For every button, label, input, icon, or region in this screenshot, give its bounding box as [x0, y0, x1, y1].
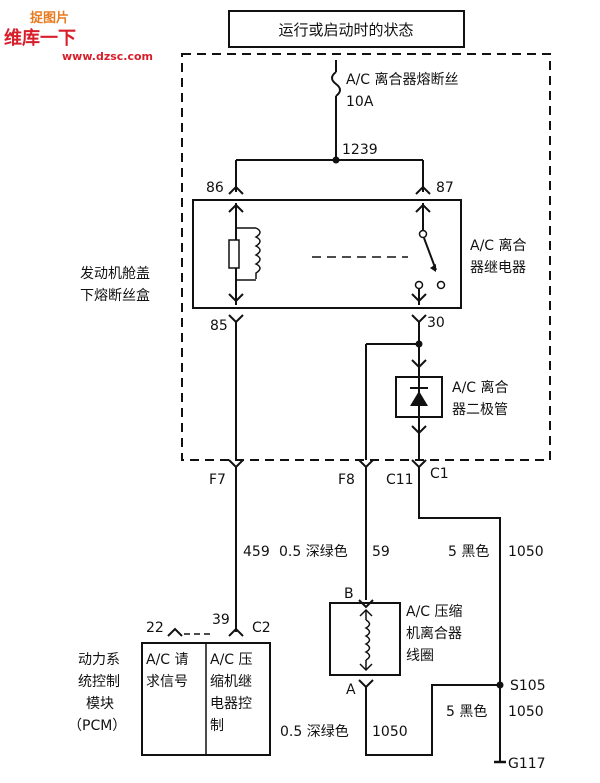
- diode-label-2: 器二极管: [452, 402, 508, 418]
- label-f7: F7: [209, 472, 226, 488]
- connector-a: [358, 679, 374, 689]
- label-c11: C11: [386, 472, 414, 488]
- label-s105: S105: [510, 678, 546, 694]
- pcm-label-2: 统控制: [78, 674, 120, 690]
- pcm-req-2: 求信号: [146, 674, 188, 690]
- fuse-symbol: [331, 60, 341, 160]
- coil-label-1: A/C 压缩: [406, 604, 463, 620]
- connector-f7: [228, 459, 244, 469]
- coil-symbol: [359, 608, 373, 672]
- relay-box: [192, 199, 462, 309]
- relay-label-2: 器继电器: [470, 260, 526, 276]
- connector-c1: [411, 459, 427, 469]
- label-5blk-top: 5 黑色: [448, 543, 489, 560]
- relay-label-1: A/C 离合: [470, 237, 527, 254]
- label-05dg-top: 0.5 深绿色: [279, 543, 348, 560]
- label-59: 59: [372, 544, 390, 560]
- label-1239: 1239: [342, 142, 378, 158]
- label-459: 459: [243, 544, 270, 560]
- pcm-ctl-2: 缩机继: [210, 674, 252, 690]
- relay-coil: [228, 203, 261, 305]
- diode-symbol: [410, 387, 428, 406]
- label-1050-bot: 1050: [372, 724, 408, 740]
- wire-1050-bottom: [365, 684, 500, 756]
- coil-box: [329, 602, 401, 676]
- label-pin85: 85: [210, 318, 228, 334]
- pcm-req-1: A/C 请: [146, 652, 189, 668]
- fusebox-label-1: 发动机舱盖: [80, 266, 150, 282]
- label-f8: F8: [338, 472, 355, 488]
- fusebox-border: [181, 53, 551, 461]
- pcm-ctl-1: A/C 压: [210, 652, 253, 668]
- diode-box: [395, 376, 443, 418]
- fuse-name: A/C 离合器熔断丝: [346, 71, 459, 88]
- fusebox-label-2: 下熔断丝盒: [80, 287, 150, 304]
- label-pin86: 86: [206, 180, 224, 196]
- pcm-ctl-4: 制: [210, 718, 224, 734]
- title-box: [228, 10, 465, 48]
- label-5blk-bot: 5 黑色: [446, 703, 487, 720]
- pcm-ctl-3: 电器控: [210, 696, 252, 712]
- pcm-label-1: 动力系: [78, 652, 120, 668]
- watermark-line2: 维库一下: [4, 27, 76, 49]
- label-1050-right: 1050: [508, 704, 544, 720]
- label-g117: G117: [508, 756, 546, 772]
- pcm-label-3: 模块: [86, 696, 114, 712]
- coil-label-2: 机离合器: [406, 625, 462, 642]
- pin86-connector: [228, 185, 244, 195]
- label-pin39: 39: [212, 612, 230, 628]
- watermark-url: www.dzsc.com: [62, 50, 153, 63]
- pin85-connector: [228, 314, 244, 324]
- connector-f8: [358, 459, 374, 469]
- label-05dg-bot: 0.5 深绿色: [280, 723, 349, 740]
- label-c2: C2: [252, 620, 271, 636]
- label-c1: C1: [430, 466, 449, 482]
- coil-label-3: 线圈: [406, 648, 434, 664]
- wire-1050-top: [418, 467, 501, 685]
- connector-pin22: [167, 627, 183, 637]
- label-pin22: 22: [146, 620, 164, 636]
- relay-switch: [411, 203, 446, 305]
- pin30-connector: [411, 314, 427, 324]
- label-pin87: 87: [436, 180, 454, 196]
- watermark-line1: 捉图片: [30, 10, 69, 26]
- label-1050-top: 1050: [508, 544, 544, 560]
- title-text: 运行或启动时的状态: [278, 21, 413, 39]
- label-pin30: 30: [427, 315, 445, 331]
- pcm-label-4: （PCM）: [68, 718, 126, 734]
- label-a: A: [346, 682, 356, 698]
- connector-pin39: [228, 627, 244, 637]
- watermark-logo: 捉图片 维库一下 www.dzsc.com: [4, 10, 153, 63]
- label-b: B: [344, 586, 354, 602]
- pin87-connector: [415, 185, 431, 195]
- fuse-rating: 10A: [346, 94, 374, 110]
- diode-label-1: A/C 离合: [452, 379, 509, 396]
